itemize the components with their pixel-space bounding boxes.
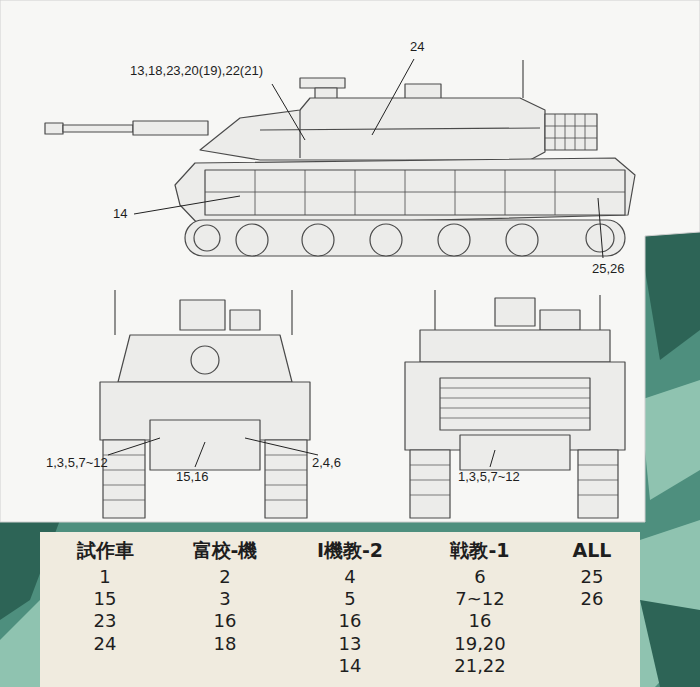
callout-number: 1,3,5,7~12 (46, 456, 108, 471)
callout-number: 24 (410, 40, 424, 55)
leader-line (108, 59, 603, 467)
table-cell: 2 (219, 567, 230, 588)
callout-number: 13,18,23,20(19),22(21) (130, 64, 263, 79)
table-header: 戦教-1 (450, 540, 509, 562)
table-cell: 15 (94, 589, 117, 610)
table-cell: 25 (581, 567, 604, 588)
table-cell: 14 (339, 656, 362, 677)
table-cell: 21,22 (454, 656, 506, 677)
callout-number: 1,3,5,7~12 (458, 470, 520, 485)
table-header: ALL (573, 540, 612, 562)
table-cell: 16 (339, 611, 362, 632)
table-cell: 26 (581, 589, 604, 610)
table-header: 富校-機 (193, 540, 258, 562)
table-cell: 3 (219, 589, 230, 610)
callout-number: 25,26 (592, 262, 625, 277)
table-cell: 4 (344, 567, 355, 588)
table-cell: 23 (94, 611, 117, 632)
table-cell: 24 (94, 634, 117, 655)
callout-number: 2,4,6 (312, 456, 341, 471)
table-cell: 16 (469, 611, 492, 632)
table-cell: 13 (339, 634, 362, 655)
table-cell: 16 (214, 611, 237, 632)
table-cell: 5 (344, 589, 355, 610)
table-cell: 6 (474, 567, 485, 588)
table-cell: 18 (214, 634, 237, 655)
callout-number: 15,16 (176, 470, 209, 485)
table-cell: 1 (99, 567, 110, 588)
table-cell: 19,20 (454, 634, 506, 655)
table-header: 試作車 (77, 540, 134, 562)
table-header: I機教-2 (317, 540, 383, 562)
callout-number: 14 (113, 207, 127, 222)
table-cell: 7~12 (455, 589, 504, 610)
